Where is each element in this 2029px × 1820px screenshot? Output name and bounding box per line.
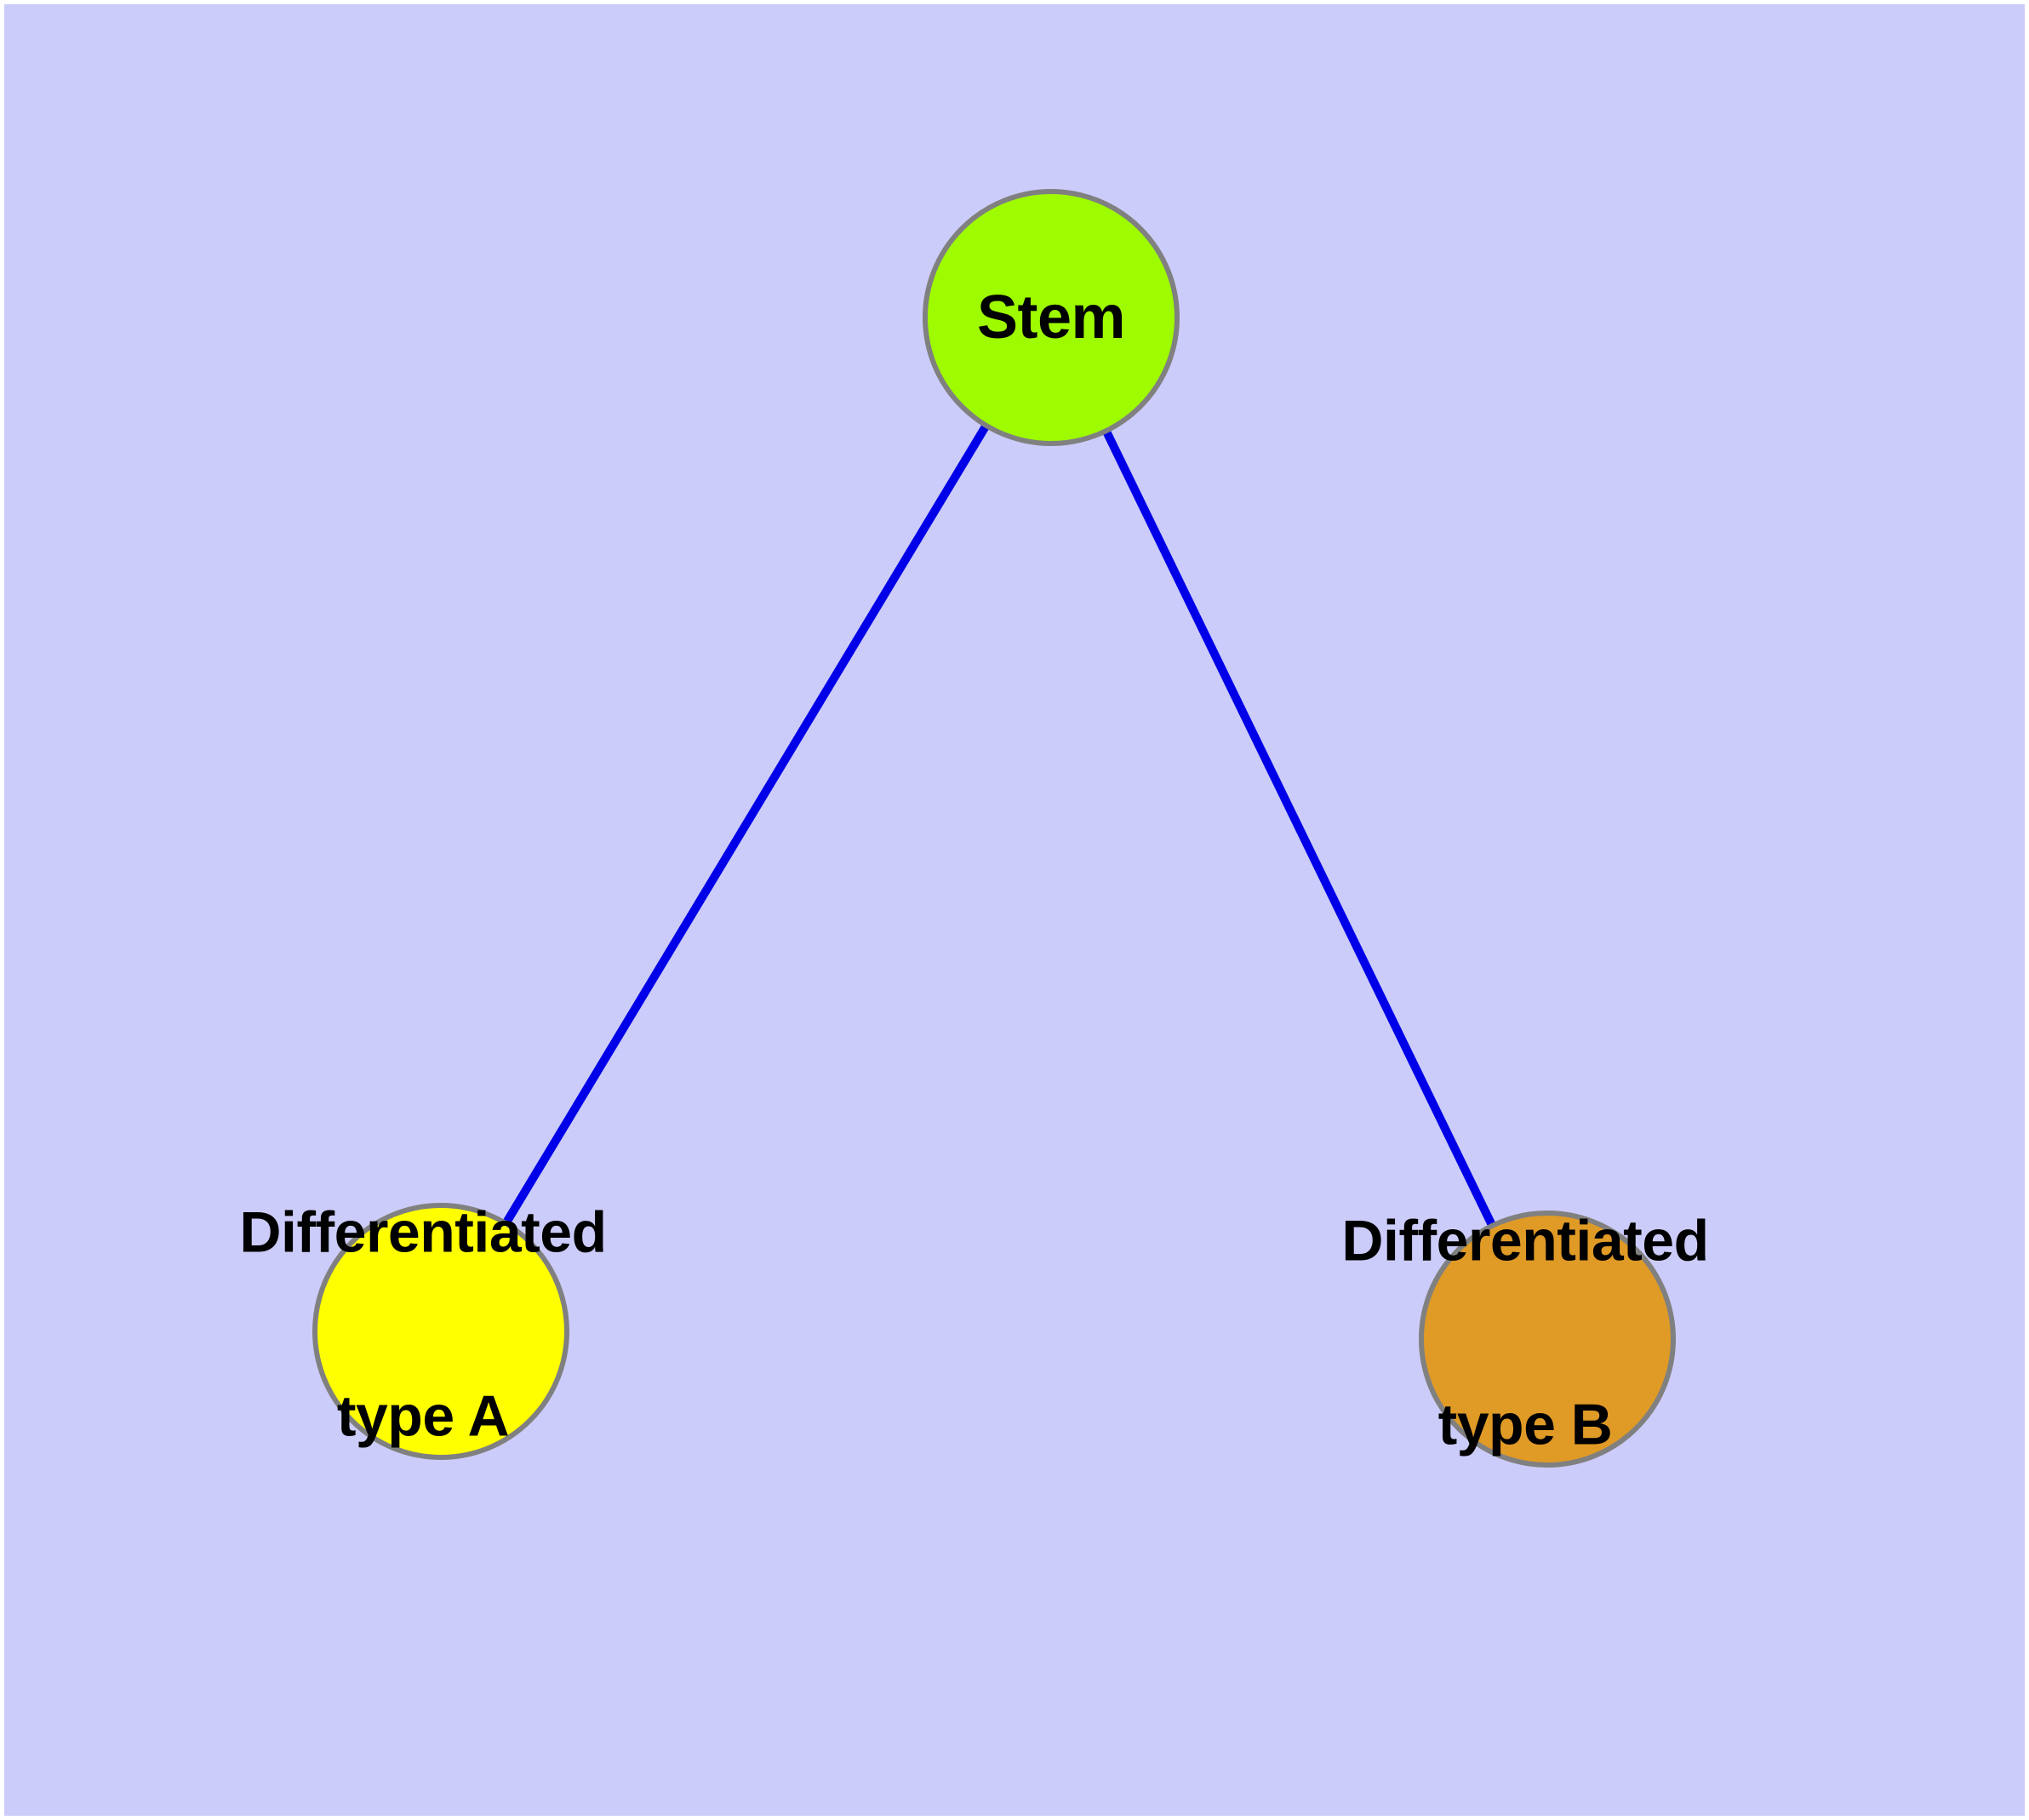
node-stem[interactable] (923, 189, 1180, 446)
edge-stem-to-type-b[interactable] (1047, 315, 1552, 1342)
edge-layer (437, 315, 1552, 1342)
node-layer (312, 189, 1676, 1468)
node-differentiated-type-b[interactable] (1419, 1210, 1676, 1468)
node-differentiated-type-a[interactable] (312, 1203, 569, 1460)
edge-stem-to-type-a[interactable] (437, 315, 1055, 1334)
